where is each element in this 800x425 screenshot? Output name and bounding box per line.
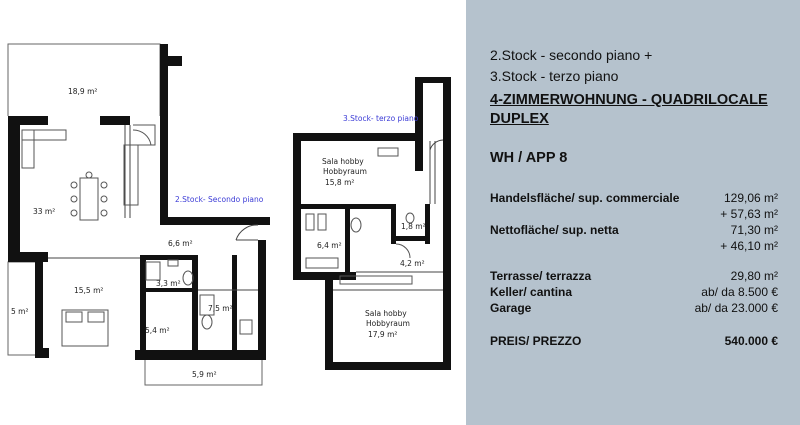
floors-line-1: 2.Stock - secondo piano + — [490, 47, 653, 63]
walls-lower — [8, 44, 270, 360]
net-value-1: 71,30 m² — [730, 223, 778, 237]
interior-lines-lower — [48, 125, 259, 291]
hobby-top-name2: Hobbyraum — [323, 167, 367, 176]
title-line-1: 4-ZIMMERWOHNUNG - QUADRILOCALE — [490, 92, 768, 108]
terrace-top-area: 18,9 m² — [68, 87, 97, 96]
bath-upper-area: 6,4 m² — [317, 241, 342, 250]
hall-area: 6,6 m² — [168, 239, 193, 248]
spec-row-commercial: Handelsfläche/ sup. commerciale 129,06 m… — [490, 190, 778, 206]
terrace-outline — [7, 43, 161, 116]
living-area: 33 m² — [33, 207, 55, 216]
info-panel: 2.Stock - secondo piano + 3.Stock - terz… — [466, 0, 800, 425]
commercial-value-1: 129,06 m² — [723, 191, 778, 205]
hobby-top-name1: Sala hobby — [322, 157, 364, 166]
balcony-left-area: 5 m² — [11, 307, 28, 316]
bath-a-area: 3,3 m² — [156, 279, 181, 288]
garage-label: Garage — [490, 301, 532, 315]
cellar-value: ab/ da 8.500 € — [701, 285, 778, 299]
balcony-bottom-area: 5,9 m² — [192, 370, 217, 379]
price-label: PREIS/ PREZZO — [490, 334, 582, 348]
cellar-label: Keller/ cantina — [490, 285, 573, 299]
spec-row-terrace: Terrasse/ terrazza 29,80 m² — [490, 268, 778, 284]
commercial-value-2: + 57,63 m² — [720, 207, 778, 221]
spec-row-net-2: + 46,10 m² — [490, 238, 778, 254]
furniture-lower — [21, 124, 253, 347]
title-line-2: DUPLEX — [490, 111, 549, 127]
net-label: Nettofläche/ sup. netta — [490, 223, 619, 237]
terrace-value: 29,80 m² — [730, 269, 778, 283]
wc-upper-area: 1,8 m² — [401, 222, 426, 231]
specs-table: Handelsfläche/ sup. commerciale 129,06 m… — [490, 190, 778, 348]
bath-c-area: 5,4 m² — [145, 326, 170, 335]
spec-row-commercial-2: + 57,63 m² — [490, 206, 778, 222]
bath-b-area: 7,5 m² — [208, 304, 233, 313]
spec-row-garage: Garage ab/ da 23.000 € — [490, 300, 778, 316]
price-row: PREIS/ PREZZO 540.000 € — [490, 334, 778, 348]
lower-floor-label: 2.Stock- Secondo piano — [175, 195, 264, 204]
hobby-bottom-name1: Sala hobby — [365, 309, 407, 318]
walls-upper — [293, 77, 451, 370]
hobby-top-area: 15,8 m² — [325, 178, 354, 187]
price-value: 540.000 € — [724, 334, 778, 348]
spec-row-cellar: Keller/ cantina ab/ da 8.500 € — [490, 284, 778, 300]
commercial-label: Handelsfläche/ sup. commerciale — [490, 191, 680, 205]
spec-row-net: Nettofläche/ sup. netta 71,30 m² — [490, 222, 778, 238]
upper-floor-label: 3.Stock- terzo piano — [343, 114, 419, 123]
apartment-id: WH / APP 8 — [490, 150, 568, 166]
hobby-bottom-name2: Hobbyraum — [366, 319, 410, 328]
interior-lines-upper — [333, 139, 444, 291]
hobby-bottom-area: 17,9 m² — [368, 330, 397, 339]
furniture-upper — [305, 147, 415, 285]
garage-value: ab/ da 23.000 € — [694, 301, 778, 315]
corridor-upper-area: 4,2 m² — [400, 259, 425, 268]
bedroom-area: 15,5 m² — [74, 286, 103, 295]
floor-plan: 18,9 m² 33 m² 2.Stock- Secondo piano 6,6… — [7, 43, 451, 386]
balcony-bottom-outline — [144, 360, 263, 386]
net-value-2: + 46,10 m² — [720, 239, 778, 253]
terrace-label: Terrasse/ terrazza — [490, 269, 592, 283]
floors-line-2: 3.Stock - terzo piano — [490, 68, 619, 84]
